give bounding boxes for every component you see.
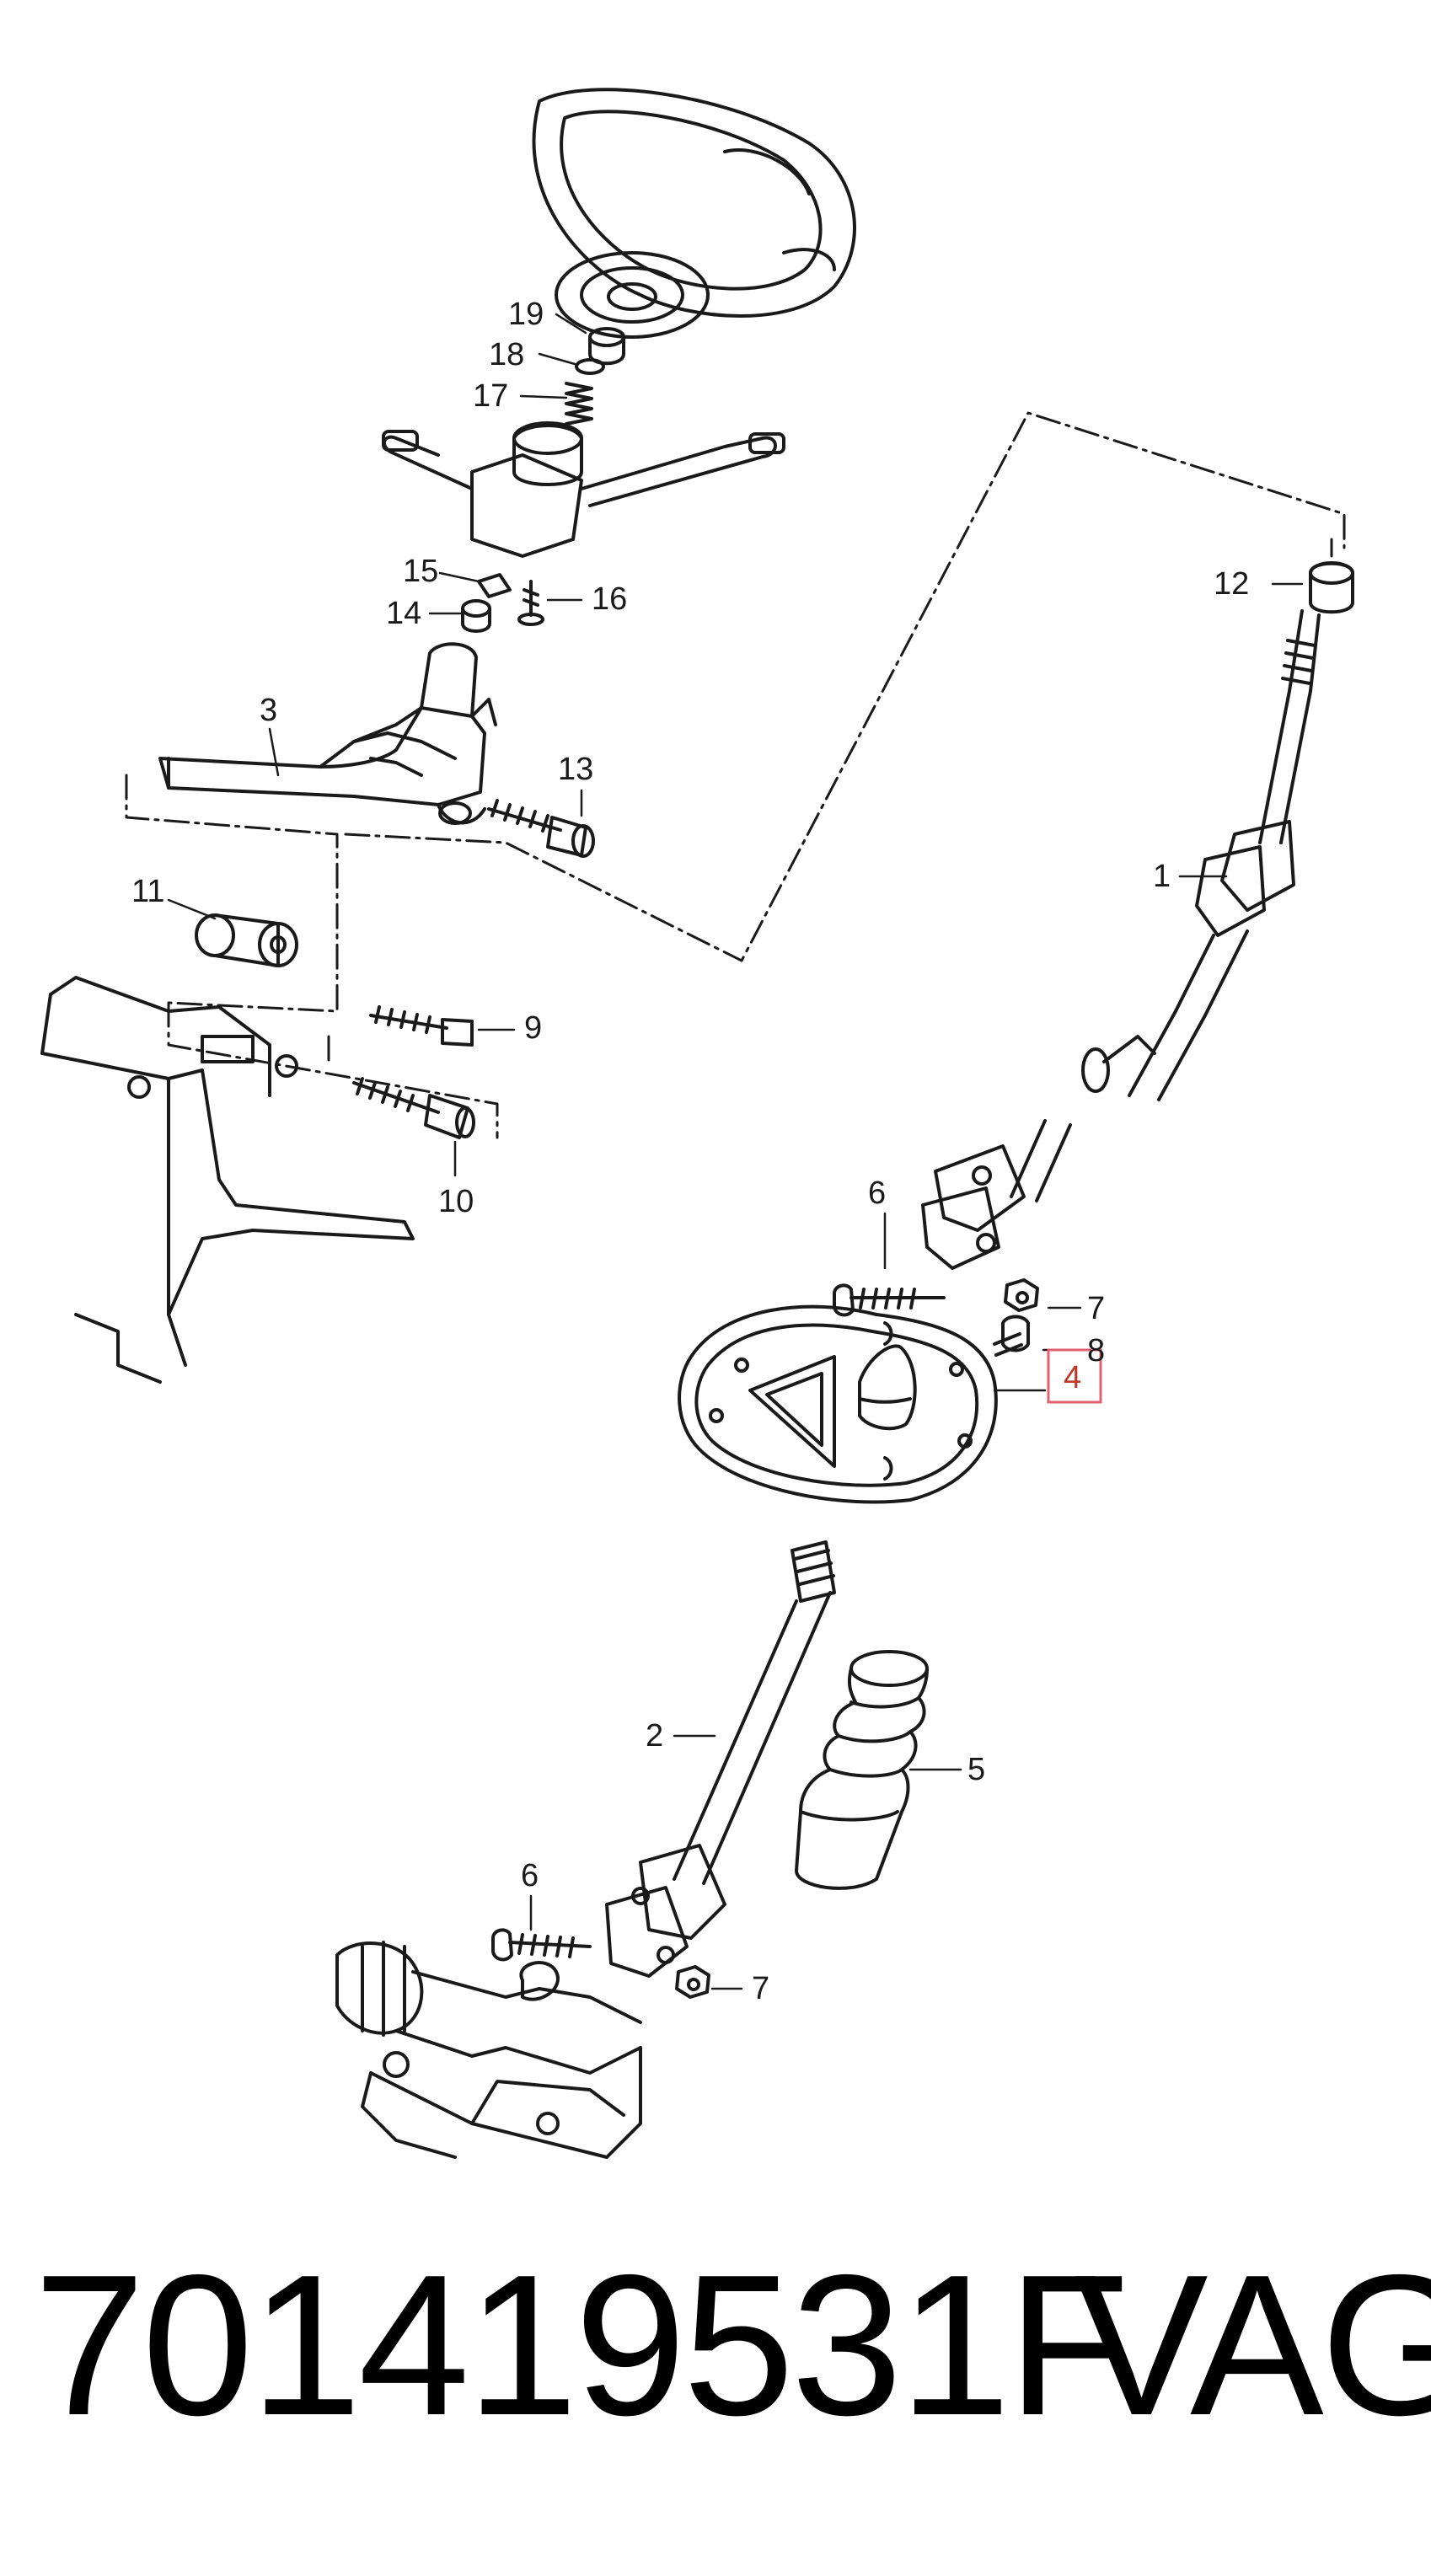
bushing-11 xyxy=(195,913,298,967)
callout-17: 17 xyxy=(473,378,508,414)
callout-13: 13 xyxy=(558,752,593,787)
leader-lines xyxy=(167,313,1304,1990)
bolt-6-lower xyxy=(491,1928,592,1962)
steering-shaft-lower-2 xyxy=(605,1540,836,1978)
callout-6-lower: 6 xyxy=(521,1858,539,1893)
nut-7-lower xyxy=(675,1965,710,1999)
callout-10: 10 xyxy=(438,1184,474,1219)
nut-7-upper xyxy=(1004,1278,1039,1312)
combination-switch xyxy=(382,421,785,558)
callout-11: 11 xyxy=(131,874,164,909)
callout-12: 12 xyxy=(1214,566,1249,602)
nut-15 xyxy=(477,573,512,598)
callout-5: 5 xyxy=(967,1752,985,1787)
callout-4: 4 xyxy=(1064,1360,1081,1395)
bolt-9 xyxy=(369,1005,474,1047)
callout-9: 9 xyxy=(524,1010,542,1046)
boot-5 xyxy=(795,1650,929,1890)
callout-1: 1 xyxy=(1153,859,1171,894)
callout-3: 3 xyxy=(260,693,277,728)
steering-rack xyxy=(335,1941,642,2159)
callout-14: 14 xyxy=(386,596,421,631)
spring-17 xyxy=(565,382,593,426)
part-number: 701419531F xyxy=(34,2234,1130,2457)
callout-labels: 19 18 17 15 14 16 3 13 11 9 10 12 1 6 7 … xyxy=(131,297,1249,2006)
screw-16 xyxy=(517,580,544,626)
callout-18: 18 xyxy=(489,337,524,372)
callout-7-lower: 7 xyxy=(752,1971,769,2006)
callout-4-highlight-box xyxy=(1047,1348,1102,1404)
bushing-14 xyxy=(461,599,491,633)
mounting-bracket xyxy=(40,976,415,1384)
callout-16: 16 xyxy=(592,581,627,617)
footer: 701419531F VAG xyxy=(34,2234,1431,2465)
brand-name: VAG xyxy=(1075,2234,1431,2457)
callout-6-upper: 6 xyxy=(868,1176,886,1211)
callout-7-upper: 7 xyxy=(1087,1291,1105,1326)
bolt-10 xyxy=(352,1077,475,1139)
nut-19 xyxy=(588,327,625,366)
washer-18 xyxy=(575,358,605,375)
assembly-reference-lines xyxy=(125,411,1346,1139)
callout-8: 8 xyxy=(1087,1333,1105,1368)
steering-column-exploded-diagram: 19 18 17 15 14 16 3 13 11 9 10 12 1 6 7 … xyxy=(40,88,1354,2159)
bolt-13 xyxy=(487,799,595,858)
callout-15: 15 xyxy=(403,554,438,589)
column-bracket-3 xyxy=(158,642,497,825)
steering-wheel xyxy=(532,88,856,339)
cover-plate-4 xyxy=(678,1304,998,1504)
callout-2: 2 xyxy=(646,1718,663,1754)
universal-joint-upper xyxy=(921,1119,1072,1270)
callout-19: 19 xyxy=(508,297,544,332)
bolt-8 xyxy=(993,1315,1030,1357)
steering-shaft-upper-1 xyxy=(1081,561,1354,1101)
